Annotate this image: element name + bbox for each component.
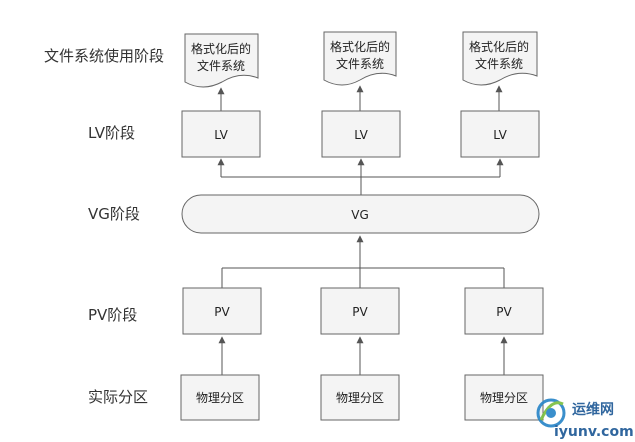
watermark: 运维网 iyunv.com [536,398,634,440]
lv-box: LV [321,110,401,158]
partition-box: 物理分区 [320,374,400,421]
lv-box: LV [181,110,261,158]
stage-label-vg: VG阶段 [88,205,140,223]
doc-shape: 格式化后的 文件系统 [462,31,538,86]
stage-label-lv: LV阶段 [88,124,135,142]
stage-label-partition: 实际分区 [88,388,148,406]
vg-box: VG [181,194,540,234]
lv-box-label: LV [493,128,507,142]
doc-label-line2: 文件系统 [475,56,523,71]
partition-box-label: 物理分区 [196,391,244,405]
pv-box-label: PV [214,305,230,319]
partition-box-label: 物理分区 [336,391,384,405]
doc-label-line1: 格式化后的 [330,39,390,54]
lv-box-label: LV [354,128,368,142]
watermark-logo-icon [536,398,566,428]
pv-box: PV [464,287,544,335]
stage-label-pv: PV阶段 [88,306,137,324]
lv-box-label: LV [214,128,228,142]
pv-box: PV [320,287,400,335]
doc-label-line2: 文件系统 [197,58,245,73]
watermark-name: 运维网 [572,401,614,418]
partition-box: 物理分区 [464,374,544,421]
doc-shape: 格式化后的 文件系统 [184,33,259,88]
stage-label-filesystem: 文件系统使用阶段 [44,47,164,65]
lv-box: LV [460,110,540,158]
partition-box-label: 物理分区 [480,391,528,405]
vg-box-label: VG [351,208,369,222]
pv-box: PV [182,287,262,335]
doc-label-line2: 文件系统 [336,56,384,71]
partition-box: 物理分区 [180,374,260,421]
pv-to-vg-connector [221,235,505,288]
doc-label-line1: 格式化后的 [191,41,251,56]
pv-box-label: PV [496,305,512,319]
doc-shape: 格式化后的 文件系统 [323,31,397,86]
vg-to-lv-connector [217,158,504,195]
pv-box-label: PV [352,305,368,319]
doc-label-line1: 格式化后的 [469,39,529,54]
watermark-url: iyunv.com [554,424,634,440]
